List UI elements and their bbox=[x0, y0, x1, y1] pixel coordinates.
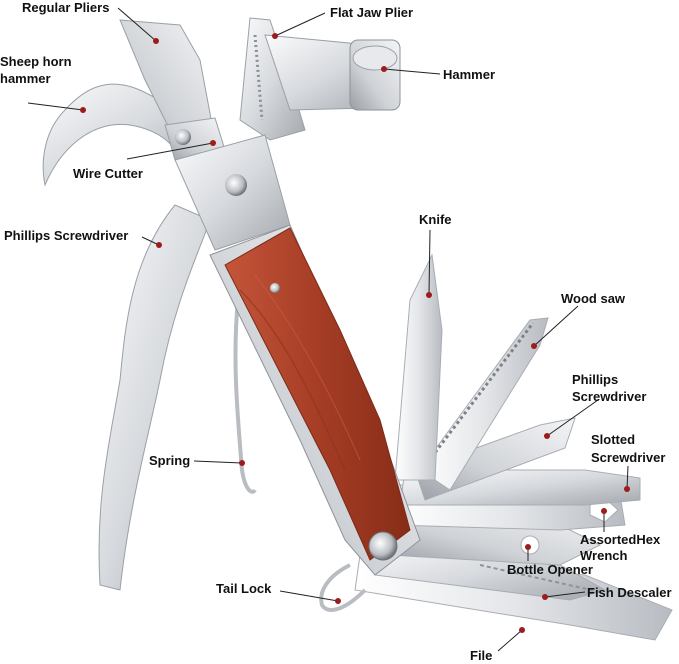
label-bottle-opener: Bottle Opener bbox=[507, 562, 593, 577]
hammer-head bbox=[264, 34, 401, 111]
label-assorted-hex-wrench-line1: AssortedHex bbox=[580, 532, 661, 547]
label-slotted-screwdriver-line1: Slotted bbox=[591, 432, 636, 447]
label-phillips-screwdriver-right-line2: Screwdriver bbox=[572, 389, 647, 404]
label-spring: Spring bbox=[149, 453, 191, 468]
handle bbox=[209, 224, 421, 576]
pointer-dots bbox=[80, 33, 630, 633]
label-knife: Knife bbox=[419, 212, 452, 227]
knife-tool bbox=[394, 253, 443, 481]
label-sheep-horn-hammer-line2: hammer bbox=[0, 71, 51, 86]
label-wood-saw: Wood saw bbox=[561, 291, 626, 306]
label-flat-jaw-plier: Flat Jaw Plier bbox=[330, 5, 414, 20]
tail-lock-ring bbox=[319, 563, 367, 612]
label-hammer: Hammer bbox=[443, 67, 496, 82]
label-slotted-screwdriver-line2: Screwdriver bbox=[591, 450, 666, 465]
spring bbox=[233, 299, 257, 494]
label-regular-pliers: Regular Pliers bbox=[22, 0, 110, 15]
label-tail-lock: Tail Lock bbox=[216, 581, 272, 596]
label-assorted-hex-wrench-line2: Wrench bbox=[580, 548, 628, 563]
plier-handle-left bbox=[98, 204, 211, 591]
wood-saw-tool bbox=[419, 317, 549, 491]
label-file: File bbox=[470, 648, 493, 663]
label-fish-descaler: Fish Descaler bbox=[587, 585, 672, 600]
label-sheep-horn-hammer-line1: Sheep horn bbox=[0, 54, 72, 69]
leader-lines bbox=[27, 7, 629, 652]
label-wire-cutter: Wire Cutter bbox=[73, 166, 143, 181]
label-phillips-screwdriver-left: Phillips Screwdriver bbox=[4, 228, 129, 243]
label-phillips-screwdriver-right-line1: Phillips bbox=[572, 372, 619, 387]
